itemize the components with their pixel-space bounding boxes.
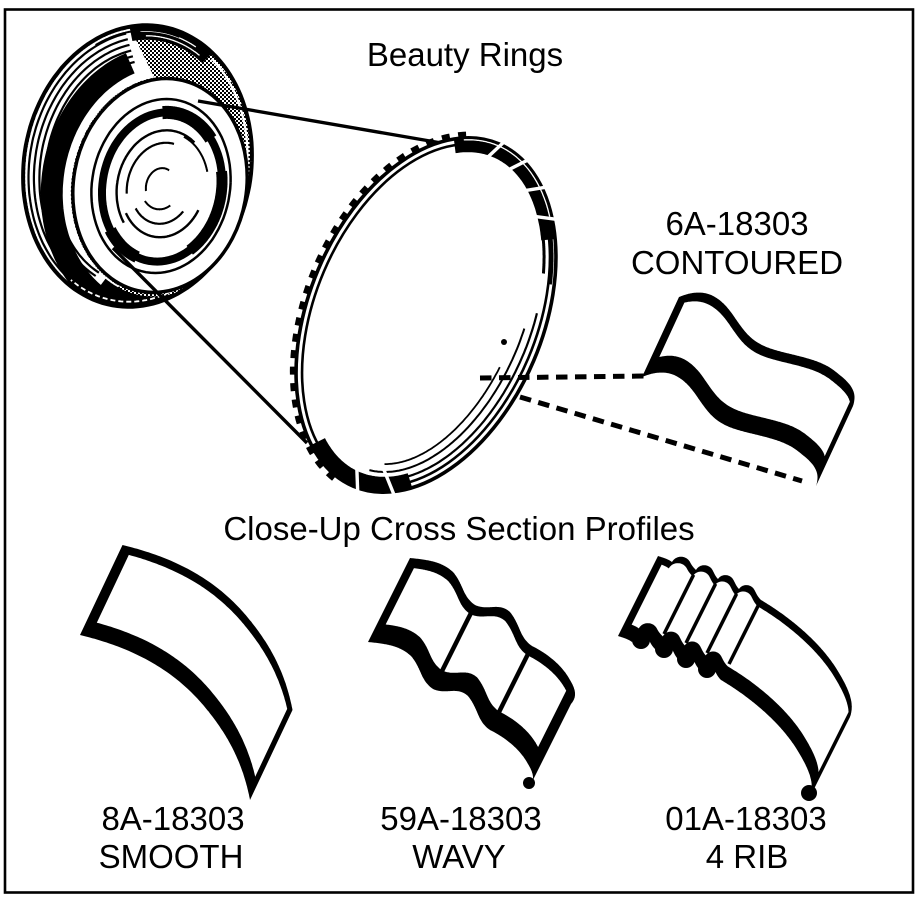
svg-text:SMOOTH: SMOOTH (99, 838, 244, 875)
svg-text:59A-18303: 59A-18303 (380, 800, 541, 837)
svg-text:8A-18303: 8A-18303 (101, 800, 244, 837)
svg-text:CONTOURED: CONTOURED (631, 244, 843, 281)
svg-text:WAVY: WAVY (412, 838, 506, 875)
svg-text:4 RIB: 4 RIB (706, 838, 789, 875)
svg-text:6A-18303: 6A-18303 (665, 205, 808, 242)
svg-text:Close-Up Cross Section Profile: Close-Up Cross Section Profiles (223, 510, 694, 547)
svg-text:Beauty Rings: Beauty Rings (367, 36, 563, 73)
svg-text:01A-18303: 01A-18303 (665, 800, 826, 837)
